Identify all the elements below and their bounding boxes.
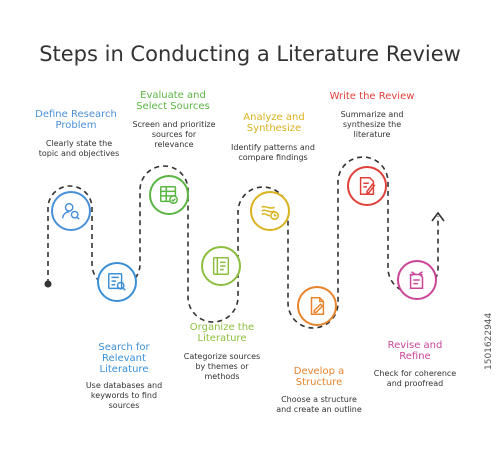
step-3-description: Screen and prioritize sources for releva… (132, 120, 216, 149)
step-7-circle (347, 166, 387, 206)
step-6-description: Choose a structure and create an outline (276, 395, 362, 414)
step-5-heading: Analyze and Synthesize (243, 112, 305, 134)
path-arrowhead (431, 211, 445, 222)
stock-id-watermark: 1501622944 (482, 80, 496, 380)
person-search-icon (62, 202, 80, 220)
step-4-heading: Organize the Literature (189, 322, 255, 344)
step-1-circle (51, 191, 91, 231)
step-4-description: Categorize sources by themes or methods (183, 352, 261, 381)
step-6-heading: Develop a Structure (293, 366, 345, 388)
diagram-title: Steps in Conducting a Literature Review (39, 42, 461, 66)
step-3-circle (149, 175, 189, 215)
step-6-circle (297, 286, 337, 326)
document-list-icon (212, 257, 230, 275)
revise-icon (409, 271, 424, 289)
step-2-description: Use databases and keywords to find sourc… (85, 381, 163, 410)
database-search-icon (108, 273, 126, 291)
step-1-heading: Define Research Problem (35, 109, 117, 131)
step-7-description: Summarize and synthesize the literature (340, 110, 404, 139)
step-8-description: Check for coherence and proofread (373, 369, 457, 388)
step-8-heading: Revise and Refine (387, 340, 443, 362)
stock-id-text: 1501622944 (484, 312, 494, 370)
step-5-description: Identify patterns and compare findings (231, 143, 315, 162)
step-5-circle (250, 191, 290, 231)
writing-icon (359, 177, 376, 195)
step-2-circle (97, 262, 137, 302)
step-1-description: Clearly state the topic and objectives (38, 139, 120, 158)
path-start-dot (44, 280, 52, 288)
step-7-heading: Write the Review (329, 91, 415, 102)
step-3-heading: Evaluate and Select Sources (136, 90, 210, 112)
document-edit-icon (310, 297, 325, 315)
step-4-circle (201, 246, 241, 286)
checklist-icon (160, 186, 178, 204)
step-8-circle (397, 260, 437, 300)
analysis-icon (261, 205, 279, 220)
step-2-heading: Search for Relevant Literature (98, 342, 150, 375)
